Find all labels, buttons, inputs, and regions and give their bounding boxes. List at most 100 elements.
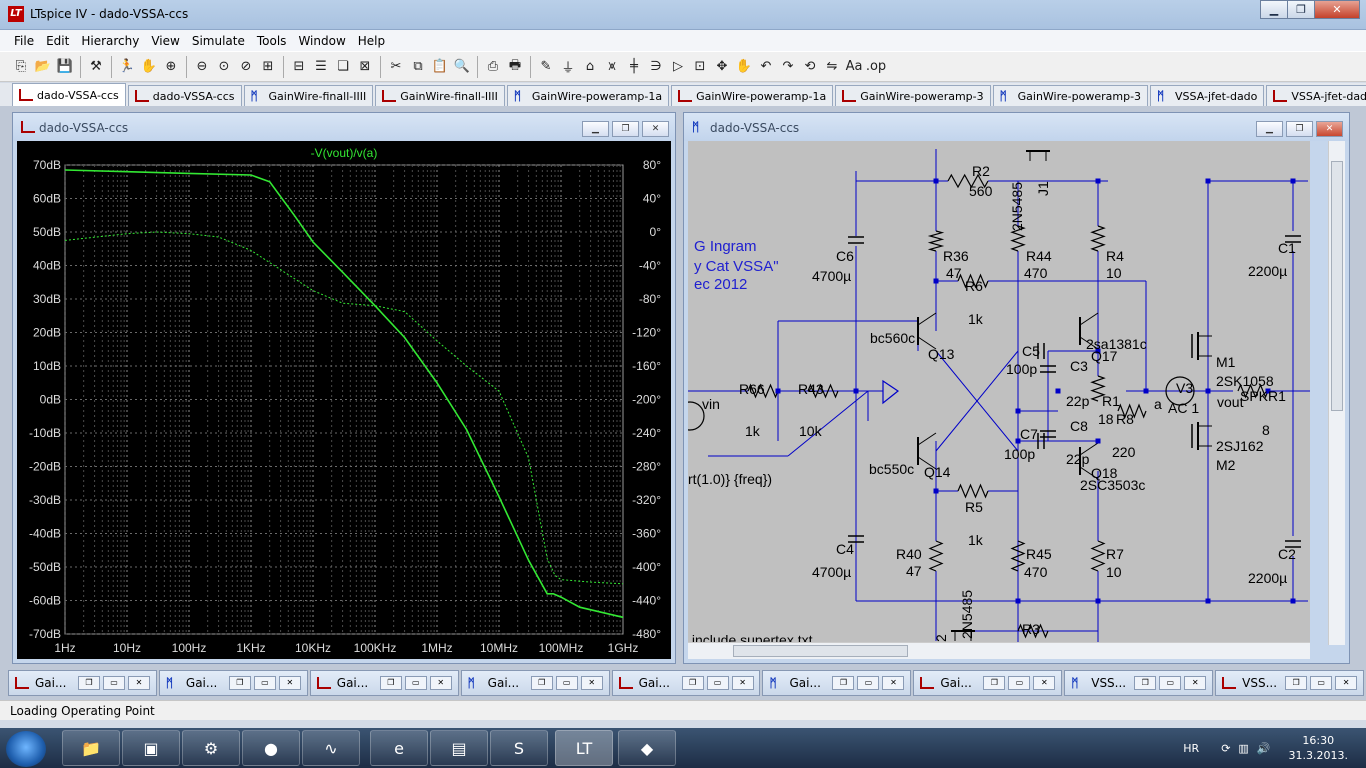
print-setup-icon[interactable]: ⎙ xyxy=(487,59,499,74)
minimized-restore-button[interactable]: ❐ xyxy=(78,676,100,690)
tab-1[interactable]: dado-VSSA-ccs xyxy=(127,85,242,106)
cut-icon[interactable]: ✂ xyxy=(390,59,402,74)
schematic-restore-button[interactable]: ❐ xyxy=(1286,121,1313,137)
wire-junction[interactable] xyxy=(853,388,859,394)
transistor-q13[interactable] xyxy=(917,336,937,350)
minimized-maximize-button[interactable]: ▭ xyxy=(1310,676,1333,690)
print-icon[interactable]: 🖶 xyxy=(508,57,522,73)
tab-9[interactable]: VSSA-jfet-dado xyxy=(1266,85,1366,106)
voltage-source-vin[interactable] xyxy=(688,401,705,431)
menu-tools[interactable]: Tools xyxy=(256,33,287,48)
hscroll-thumb[interactable] xyxy=(733,645,908,657)
schematic-window-titlebar[interactable]: ᛗ dado-VSSA-ccs ▁ ❐ ✕ xyxy=(684,113,1349,141)
tab-3[interactable]: GainWire-finall-IIII xyxy=(375,85,505,106)
find-icon[interactable]: 🔍 xyxy=(453,59,471,74)
minimized-window-6[interactable]: Gai...❐▭✕ xyxy=(913,670,1063,696)
wire-junction[interactable] xyxy=(1055,388,1061,394)
resistor-spkr1[interactable] xyxy=(1237,383,1269,399)
close-button[interactable]: ✕ xyxy=(1314,0,1360,19)
resistor-r6[interactable] xyxy=(957,273,989,289)
draw-wire-icon[interactable]: ✎ xyxy=(540,59,552,74)
minimized-close-button[interactable]: ✕ xyxy=(580,676,603,690)
mirror-icon[interactable]: ⇋ xyxy=(826,59,838,74)
plot-restore-button[interactable]: ❐ xyxy=(612,121,639,137)
menu-hierarchy[interactable]: Hierarchy xyxy=(81,33,140,48)
ground-icon[interactable]: ⏚ xyxy=(561,61,575,76)
resistor-r45[interactable] xyxy=(1010,540,1026,572)
resistor-r43[interactable] xyxy=(807,383,839,399)
wire-junction[interactable] xyxy=(1205,388,1211,394)
menu-window[interactable]: Window xyxy=(298,33,346,48)
minimized-maximize-button[interactable]: ▭ xyxy=(857,676,880,690)
zoom-fit-icon[interactable]: ⊙ xyxy=(218,59,230,74)
save-icon[interactable]: 💾 xyxy=(56,59,74,74)
cascade-icon[interactable]: ❏ xyxy=(337,59,349,74)
tray-icons[interactable]: ⟳▥🔊 xyxy=(1221,741,1279,755)
wire-junction[interactable] xyxy=(1095,598,1101,604)
minimized-window-8[interactable]: VSS...❐▭✕ xyxy=(1215,670,1365,696)
plot-close-button[interactable]: ✕ xyxy=(642,121,669,137)
minimized-restore-button[interactable]: ❐ xyxy=(681,676,704,690)
label-net-icon[interactable]: ⌂ xyxy=(585,59,595,74)
resistor-r5[interactable] xyxy=(957,483,989,499)
minimized-maximize-button[interactable]: ▭ xyxy=(103,676,125,690)
capacitor-icon[interactable]: ╪ xyxy=(630,59,638,74)
minimized-maximize-button[interactable]: ▭ xyxy=(555,676,578,690)
wire-junction[interactable] xyxy=(1015,438,1021,444)
minimized-window-4[interactable]: Gai...❐▭✕ xyxy=(611,670,761,696)
minimized-restore-button[interactable]: ❐ xyxy=(228,676,251,690)
minimized-restore-button[interactable]: ❐ xyxy=(832,676,855,690)
menu-help[interactable]: Help xyxy=(357,33,386,48)
inductor-icon[interactable]: ∋ xyxy=(650,59,662,74)
transistor-q17[interactable] xyxy=(1079,312,1099,326)
new-schematic-icon[interactable]: ⎘ xyxy=(15,59,27,74)
transistor-q18[interactable] xyxy=(1079,442,1099,456)
maximize-button[interactable]: ❐ xyxy=(1287,0,1315,19)
transistor-q13[interactable] xyxy=(917,312,937,326)
app-taskbar-icon[interactable]: ▣ xyxy=(122,730,180,766)
halt-icon[interactable]: ✋ xyxy=(140,59,158,74)
explorer-taskbar-icon[interactable]: 📁 xyxy=(62,730,120,766)
app2-taskbar-icon[interactable]: ⚙ xyxy=(182,730,240,766)
minimized-close-button[interactable]: ✕ xyxy=(1335,676,1358,690)
app4-taskbar-icon[interactable]: ▤ xyxy=(430,730,488,766)
paste-icon[interactable]: 📋 xyxy=(431,59,449,74)
language-indicator[interactable]: HR xyxy=(1183,741,1200,755)
wire-junction[interactable] xyxy=(1205,598,1211,604)
plot-settings-icon[interactable]: ⊟ xyxy=(293,59,305,74)
move-icon[interactable]: ✥ xyxy=(716,59,728,74)
minimized-close-button[interactable]: ✕ xyxy=(1033,676,1056,690)
schematic-vertical-scrollbar[interactable] xyxy=(1328,141,1345,645)
minimized-restore-button[interactable]: ❐ xyxy=(1134,676,1157,690)
schematic-close-button[interactable]: ✕ xyxy=(1316,121,1343,137)
menu-edit[interactable]: Edit xyxy=(46,33,70,48)
resistor-r7[interactable] xyxy=(1090,540,1106,572)
close-all-icon[interactable]: ⊠ xyxy=(359,59,371,74)
undo-icon[interactable]: ↶ xyxy=(760,59,772,74)
minimized-window-2[interactable]: Gai...❐▭✕ xyxy=(309,670,459,696)
transistor-q14[interactable] xyxy=(917,432,937,446)
wire-junction[interactable] xyxy=(1205,178,1211,184)
app5-taskbar-icon[interactable]: ◆ xyxy=(618,730,676,766)
zoom-in-icon[interactable]: ⊕ xyxy=(165,59,177,74)
drag-icon[interactable]: ✋ xyxy=(735,59,753,74)
wire-junction[interactable] xyxy=(1290,178,1296,184)
minimized-close-button[interactable]: ✕ xyxy=(429,676,452,690)
minimized-close-button[interactable]: ✕ xyxy=(278,676,301,690)
schematic-minimize-button[interactable]: ▁ xyxy=(1256,121,1283,137)
diode-icon[interactable]: ▷ xyxy=(673,59,683,74)
start-button[interactable] xyxy=(6,731,46,767)
zoom-cancel-icon[interactable]: ⊘ xyxy=(240,59,252,74)
tile-horizontal-icon[interactable]: ☰ xyxy=(315,59,327,74)
wire-junction[interactable] xyxy=(933,178,939,184)
app3-taskbar-icon[interactable]: ● xyxy=(242,730,300,766)
ltspice-taskbar-icon[interactable]: LT xyxy=(555,730,613,766)
